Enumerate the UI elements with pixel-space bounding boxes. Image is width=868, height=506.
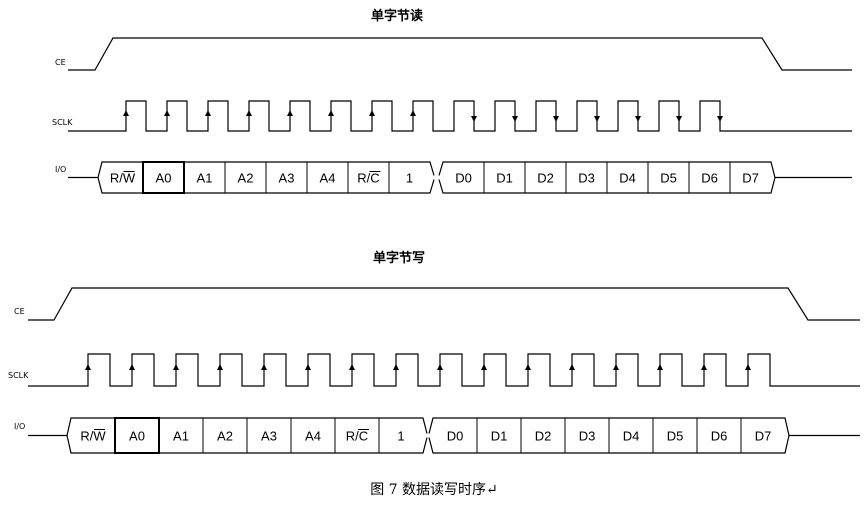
- io-cell-label: A2: [238, 171, 254, 186]
- io-cell-label: A4: [320, 171, 336, 186]
- write-section: 单字节写 CE SCLK I/O R/W A0 A1 A2 A3 A4 R/C 1 D0 D1 D2…: [8, 250, 860, 454]
- io-cell-label: A1: [173, 429, 189, 444]
- io-cell-label: D6: [701, 171, 718, 186]
- io-cell-label: D3: [578, 171, 595, 186]
- io-cell-label: D5: [667, 429, 684, 444]
- io-cell-label: D1: [496, 171, 513, 186]
- read-title: 单字节读: [371, 8, 423, 24]
- read-sclk-label: SCLK: [52, 118, 73, 127]
- io-cell-label: D3: [579, 429, 596, 444]
- read-sclk-waveform: [68, 100, 852, 132]
- read-section: 单字节读 CE SCLK I/O R/W A0 A1 A2 A3 A4 R/C 1 D0 D1 D2…: [52, 8, 852, 194]
- io-cell-label: D2: [535, 429, 552, 444]
- io-cell-label: A0: [156, 171, 172, 186]
- io-cell-label: D0: [447, 429, 464, 444]
- read-ce-label: CE: [55, 58, 66, 67]
- write-title: 单字节写: [373, 250, 425, 266]
- io-cell-label: R/W: [80, 429, 106, 444]
- io-cell-label: D4: [623, 429, 640, 444]
- io-cell-label: D0: [455, 171, 472, 186]
- io-cell-label: A3: [279, 171, 295, 186]
- figure-caption: 图 7 数据读写时序↵: [370, 481, 498, 498]
- write-io-bus: R/W A0 A1 A2 A3 A4 R/C 1 D0 D1 D2 D3 D4 D5 D6 D7: [28, 417, 860, 454]
- io-cell-label: D5: [660, 171, 677, 186]
- io-cell-label: A0: [129, 429, 145, 444]
- io-cell-label: 1: [406, 171, 413, 186]
- io-cell-label: 1: [397, 429, 404, 444]
- io-cell-label: D7: [742, 171, 759, 186]
- io-cell-label: A3: [261, 429, 277, 444]
- write-sclk-edge-arrows: [85, 364, 751, 374]
- io-cell-label: A1: [197, 171, 213, 186]
- io-cell-label: D4: [619, 171, 636, 186]
- io-cell-label: D7: [755, 429, 772, 444]
- io-cell-label: A4: [305, 429, 321, 444]
- io-cell-label: R/C: [357, 171, 379, 186]
- io-cell-label: A2: [217, 429, 233, 444]
- read-io-bus: R/W A0 A1 A2 A3 A4 R/C 1 D0 D1 D2 D3 D4 D5 D6 D7: [68, 161, 852, 194]
- write-sclk-waveform: [28, 353, 860, 387]
- read-ce-waveform: [68, 37, 852, 71]
- io-bus-outline: [28, 417, 860, 454]
- io-cell-label: D6: [711, 429, 728, 444]
- io-cell-label: D2: [537, 171, 554, 186]
- write-io-label: I/O: [14, 422, 25, 431]
- write-sclk-label: SCLK: [8, 371, 29, 380]
- io-cell-label: R/W: [110, 171, 136, 186]
- write-ce-waveform: [28, 287, 860, 321]
- read-sclk-edge-arrows: [123, 110, 723, 122]
- io-cell-label: D1: [491, 429, 508, 444]
- read-io-label: I/O: [55, 165, 66, 174]
- write-ce-label: CE: [14, 307, 25, 316]
- io-cell-label: R/C: [346, 429, 368, 444]
